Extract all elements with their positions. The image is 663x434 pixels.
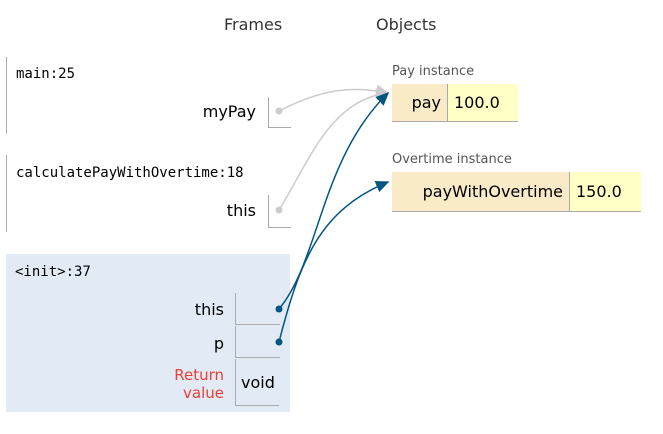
stack-frame-calculate: calculatePayWithOvertime:18 this: [6, 155, 291, 232]
var-name: p: [213, 334, 224, 353]
var-value-pointer: [235, 326, 280, 358]
object-field-key: payWithOvertime: [392, 172, 569, 212]
stack-frame-main: main:25 myPay: [6, 57, 291, 134]
var-value-pointer: [235, 293, 280, 325]
var-name: myPay: [202, 102, 256, 121]
frame-title: calculatePayWithOvertime:18: [16, 165, 244, 181]
return-value: void: [235, 359, 279, 406]
var-name: this: [226, 201, 256, 220]
pointer-dot: [275, 338, 283, 346]
var-value-pointer: [268, 97, 291, 128]
object-field-value: 150.0: [569, 172, 641, 212]
object-field-key: pay: [392, 84, 447, 122]
object-label: Pay instance: [392, 64, 475, 79]
pointer-arrow-calc-this: [278, 88, 390, 211]
objects-header: Objects: [376, 15, 437, 34]
frame-title: <init>:37: [15, 264, 91, 280]
pointer-arrow-mypay: [278, 84, 390, 112]
frame-title: main:25: [16, 66, 76, 82]
stack-frame-init-active: <init>:37 this p Return value void: [6, 254, 290, 412]
pointer-dot: [275, 305, 283, 313]
pointer-arrow-init-this: [278, 91, 390, 310]
pointer-dot: [275, 206, 283, 214]
pointer-dot: [275, 107, 283, 115]
var-value-pointer: [268, 195, 291, 228]
frames-header: Frames: [224, 15, 283, 34]
object-label: Overtime instance: [392, 152, 512, 167]
return-value-label: Return value: [174, 366, 224, 402]
pointer-arrow-init-p: [278, 181, 390, 343]
var-name: this: [194, 300, 224, 319]
object-field-value: 100.0: [447, 84, 518, 122]
